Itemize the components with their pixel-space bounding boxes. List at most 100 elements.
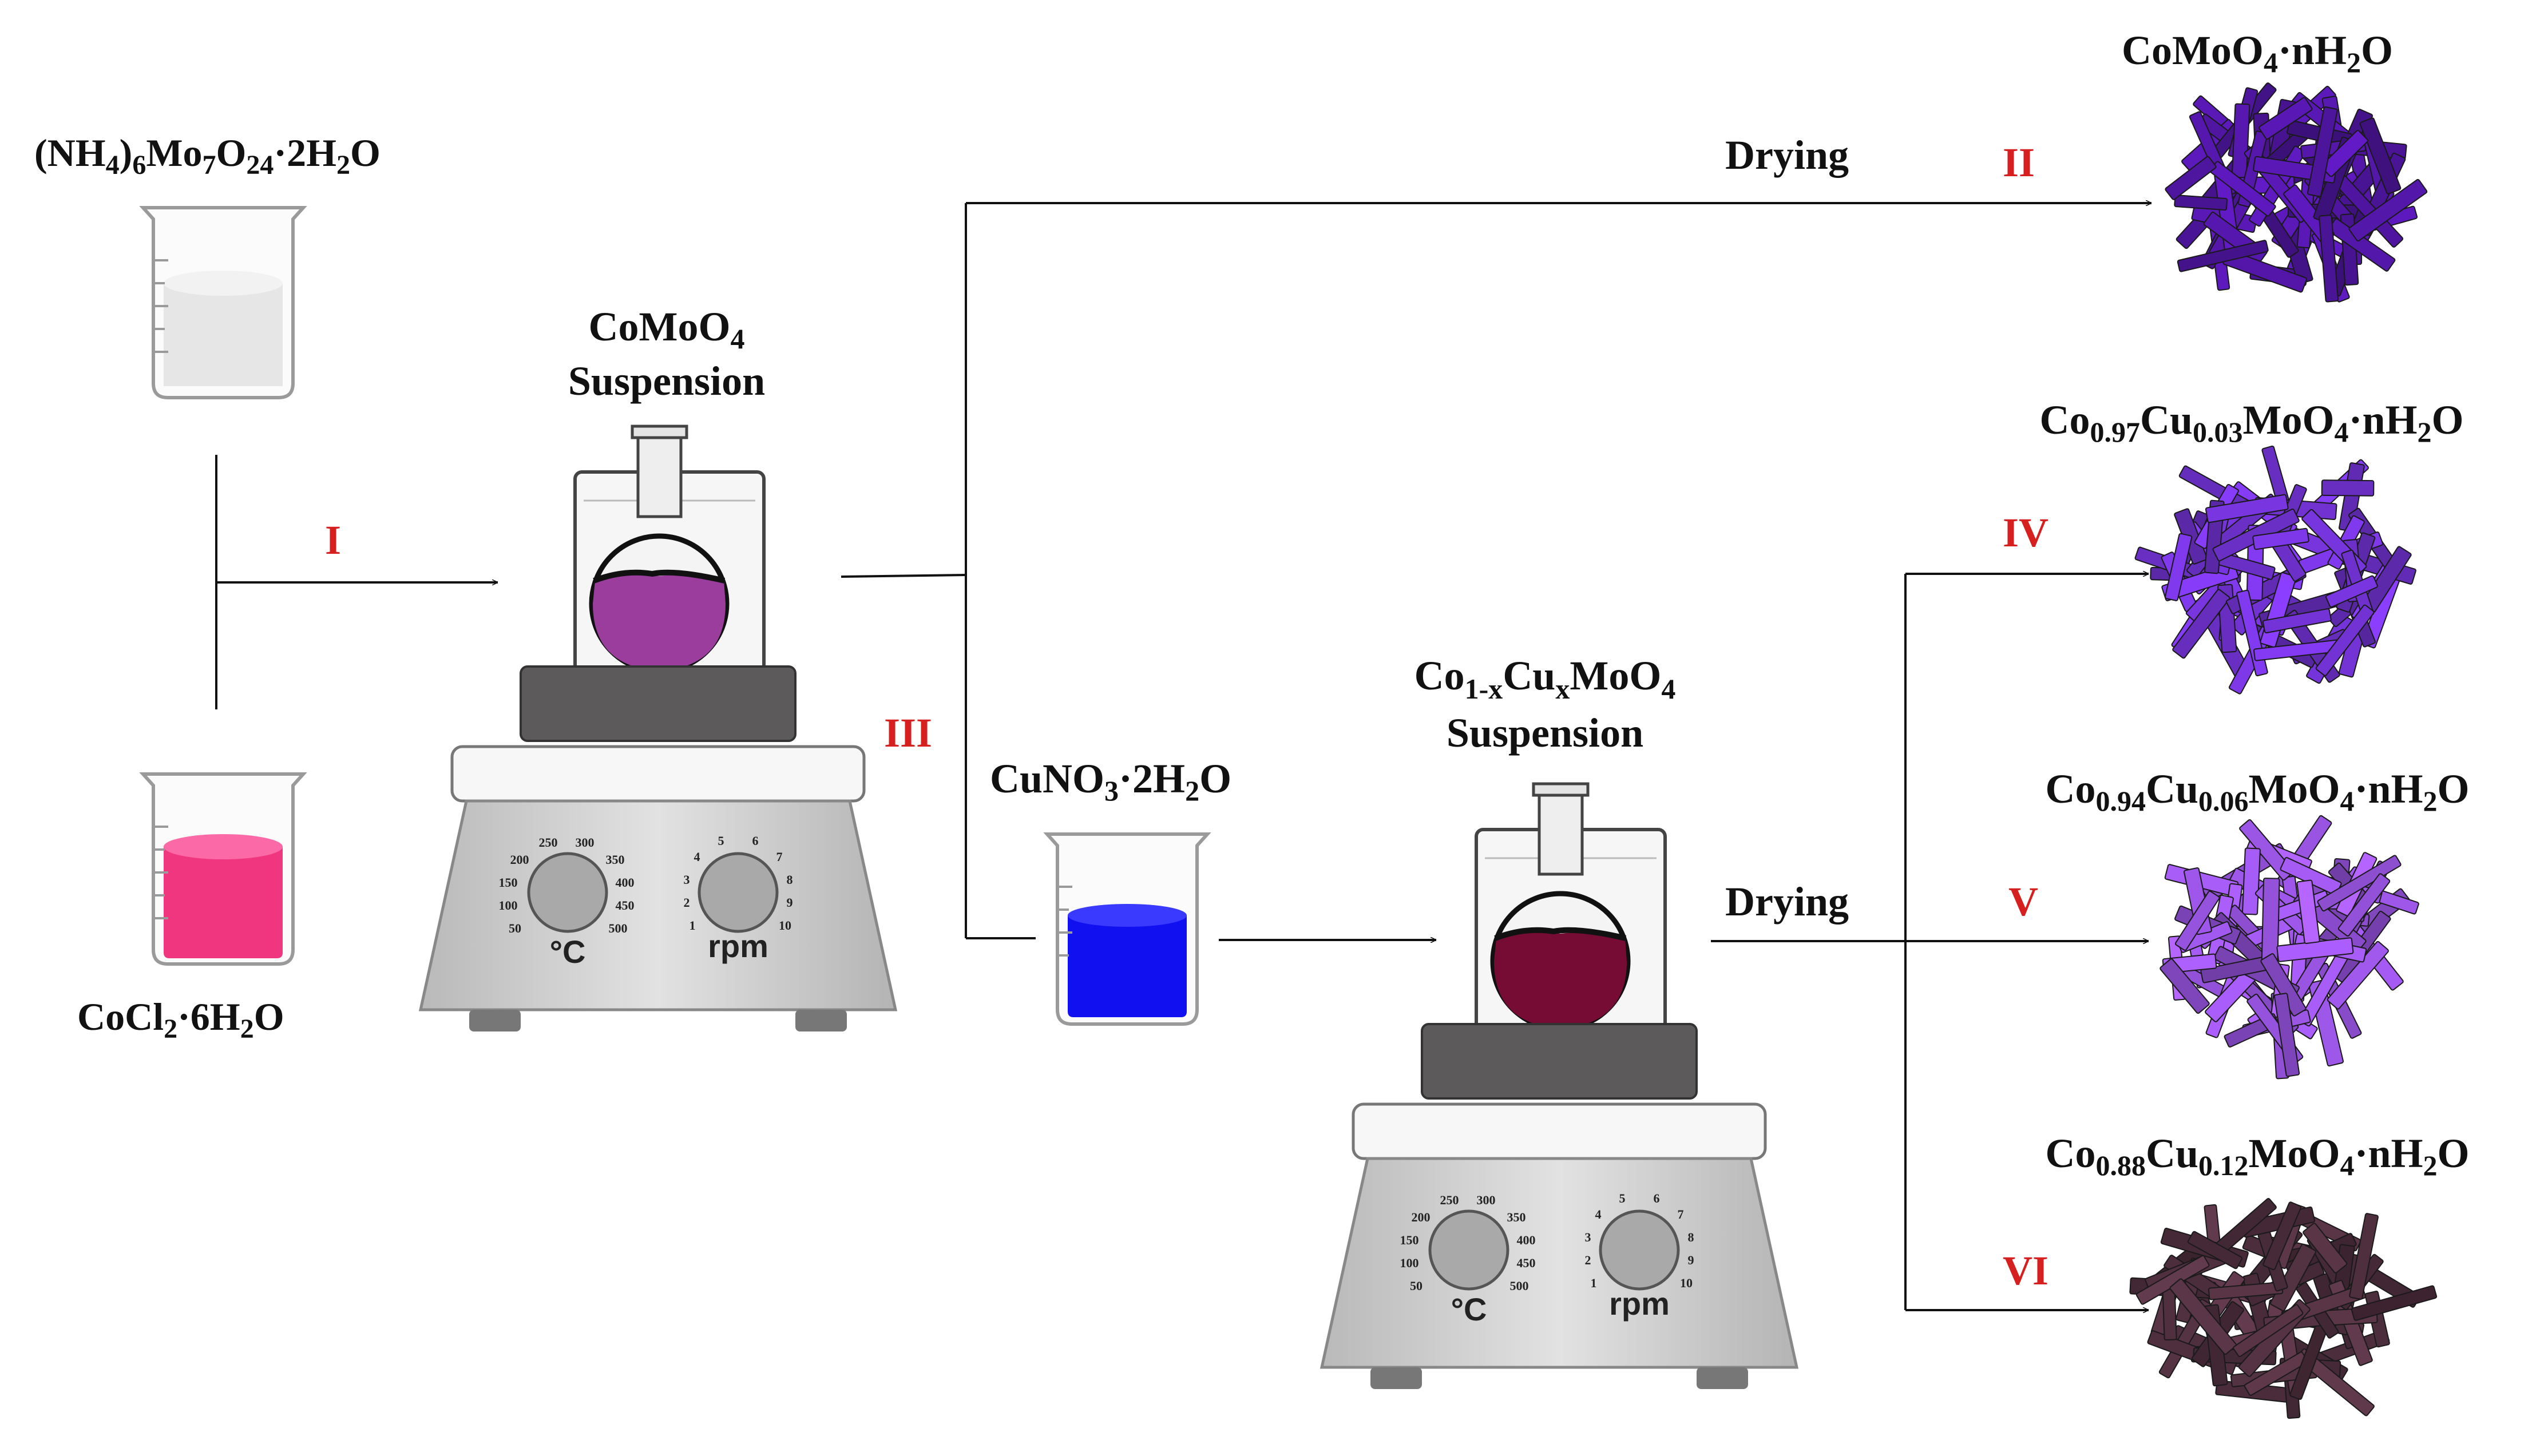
nanorod — [2315, 604, 2375, 676]
product-ii-label: CoMoO4·nH2O — [2122, 27, 2393, 78]
nanorod — [2169, 1278, 2237, 1355]
nanorod — [2327, 941, 2389, 1010]
speed-tick: 10 — [779, 918, 791, 933]
temp-tick: 50 — [509, 921, 521, 935]
product-iv-label: Co0.97Cu0.03MoO4·nH2O — [2039, 397, 2463, 448]
temperature-knob — [1428, 1209, 1509, 1291]
flow-connectors — [215, 203, 2151, 1310]
nanorod — [2174, 195, 2228, 211]
temp-tick: 350 — [606, 852, 625, 867]
speed-tick: 6 — [1654, 1191, 1660, 1205]
cobalt-chloride-beaker — [139, 772, 307, 966]
nanorod — [2359, 117, 2402, 195]
nanorod — [2205, 494, 2289, 523]
speed-knob — [698, 852, 779, 933]
step-label-ii: II — [2003, 140, 2035, 185]
temp-tick: 50 — [1410, 1279, 1422, 1293]
step-label-iv: IV — [2003, 510, 2048, 556]
product-iv-nanorods — [2134, 445, 2416, 695]
temperature-knob — [527, 852, 608, 933]
hotplate-stirrer-comoo4: 50 100 150 200 250 300 350 400 450 500 1… — [418, 424, 898, 1032]
speed-tick: 9 — [1688, 1253, 1694, 1267]
speed-tick: 1 — [1591, 1276, 1597, 1290]
nanorod — [2233, 1304, 2304, 1358]
temp-tick: 400 — [1517, 1233, 1536, 1247]
product-v-nanorods — [2159, 815, 2419, 1080]
speed-tick: 1 — [690, 918, 696, 933]
step-label-i: I — [325, 517, 341, 563]
temp-tick: 250 — [539, 835, 558, 850]
speed-knob — [1599, 1209, 1680, 1291]
nanorod — [2269, 1243, 2317, 1312]
temp-tick: 400 — [616, 875, 635, 890]
product-vi-label: Co0.88Cu0.12MoO4·nH2O — [2045, 1130, 2469, 1181]
nanorod — [2337, 873, 2391, 937]
nanorod — [2172, 589, 2230, 659]
nanorod — [2187, 1231, 2243, 1269]
step-label-v: V — [2008, 879, 2038, 925]
nanorod — [2164, 533, 2193, 601]
temp-tick: 450 — [1517, 1256, 1536, 1270]
nanorod — [2325, 575, 2378, 608]
speed-tick: 7 — [1678, 1207, 1684, 1221]
speed-tick: 6 — [752, 834, 759, 848]
nanorod — [2174, 890, 2220, 951]
temp-tick: 500 — [609, 921, 628, 935]
cobalt-chloride-label: CoCl2·6H2O — [77, 995, 284, 1044]
speed-tick: 4 — [694, 850, 700, 864]
nanorod — [2317, 855, 2402, 912]
nanorod — [2165, 156, 2217, 200]
co-cu-suspension-liquid — [1494, 932, 1627, 1029]
nanorod — [2260, 953, 2307, 1017]
nanorod — [2303, 1223, 2348, 1273]
speed-tick: 9 — [787, 895, 793, 910]
product-v-label: Co0.94Cu0.06MoO4·nH2O — [2045, 766, 2469, 817]
temp-tick: 150 — [499, 875, 518, 890]
nanorod — [2177, 240, 2269, 272]
cobalt-solution — [164, 847, 283, 958]
temp-tick: 200 — [1412, 1210, 1431, 1224]
nanorod — [2319, 215, 2339, 303]
comoo4-suspension-title: CoMoO4 — [589, 304, 745, 355]
molybdate-solution — [164, 283, 283, 386]
speed-tick: 2 — [1585, 1253, 1591, 1267]
nanorod — [2296, 879, 2320, 945]
speed-tick: 8 — [787, 872, 793, 887]
speed-tick: 3 — [1585, 1230, 1591, 1244]
nanorod — [2262, 608, 2332, 634]
speed-tick: 3 — [684, 872, 690, 887]
drying-label-top: Drying — [1725, 132, 1849, 178]
temperature-unit-label: °C — [550, 934, 586, 970]
nanorod — [2307, 106, 2338, 197]
nanorod — [2252, 527, 2309, 550]
nanorod — [2258, 97, 2313, 140]
nanorod — [2349, 1213, 2379, 1300]
suspension-out-line — [841, 574, 966, 578]
copper-solution — [1068, 915, 1187, 1017]
temperature-unit-label: °C — [1451, 1291, 1487, 1327]
copper-nitrate-beaker — [1043, 832, 1211, 1026]
nanorod — [2348, 178, 2428, 241]
temp-tick: 450 — [616, 898, 635, 913]
co-cu-suspension-title: Co1-xCuxMoO4 — [1414, 653, 1676, 705]
copper-nitrate-label: CuNO3·2H2O — [990, 756, 1231, 807]
step-label-vi: VI — [2003, 1248, 2048, 1294]
speed-unit-label: rpm — [708, 928, 768, 964]
nanorod — [2351, 1285, 2438, 1321]
speed-tick: 8 — [1688, 1230, 1694, 1244]
speed-tick: 5 — [718, 834, 724, 848]
nanorod — [2321, 479, 2375, 497]
nanorod — [2159, 958, 2210, 1014]
temp-tick: 300 — [1477, 1193, 1496, 1207]
temp-tick: 500 — [1510, 1279, 1529, 1293]
temp-tick: 200 — [510, 852, 529, 867]
comoo4-suspension-liquid — [593, 574, 726, 671]
product-vi-nanorods — [2129, 1198, 2438, 1419]
co-cu-suspension-subtitle: Suspension — [1447, 710, 1643, 756]
ammonium-molybdate-label: (NH4)6Mo7O24·2H2O — [34, 131, 381, 180]
nanorod — [2273, 993, 2300, 1077]
speed-tick: 5 — [1619, 1191, 1626, 1205]
product-ii-nanorods — [2165, 82, 2428, 303]
speed-unit-label: rpm — [1609, 1286, 1670, 1322]
speed-tick: 2 — [684, 895, 690, 910]
